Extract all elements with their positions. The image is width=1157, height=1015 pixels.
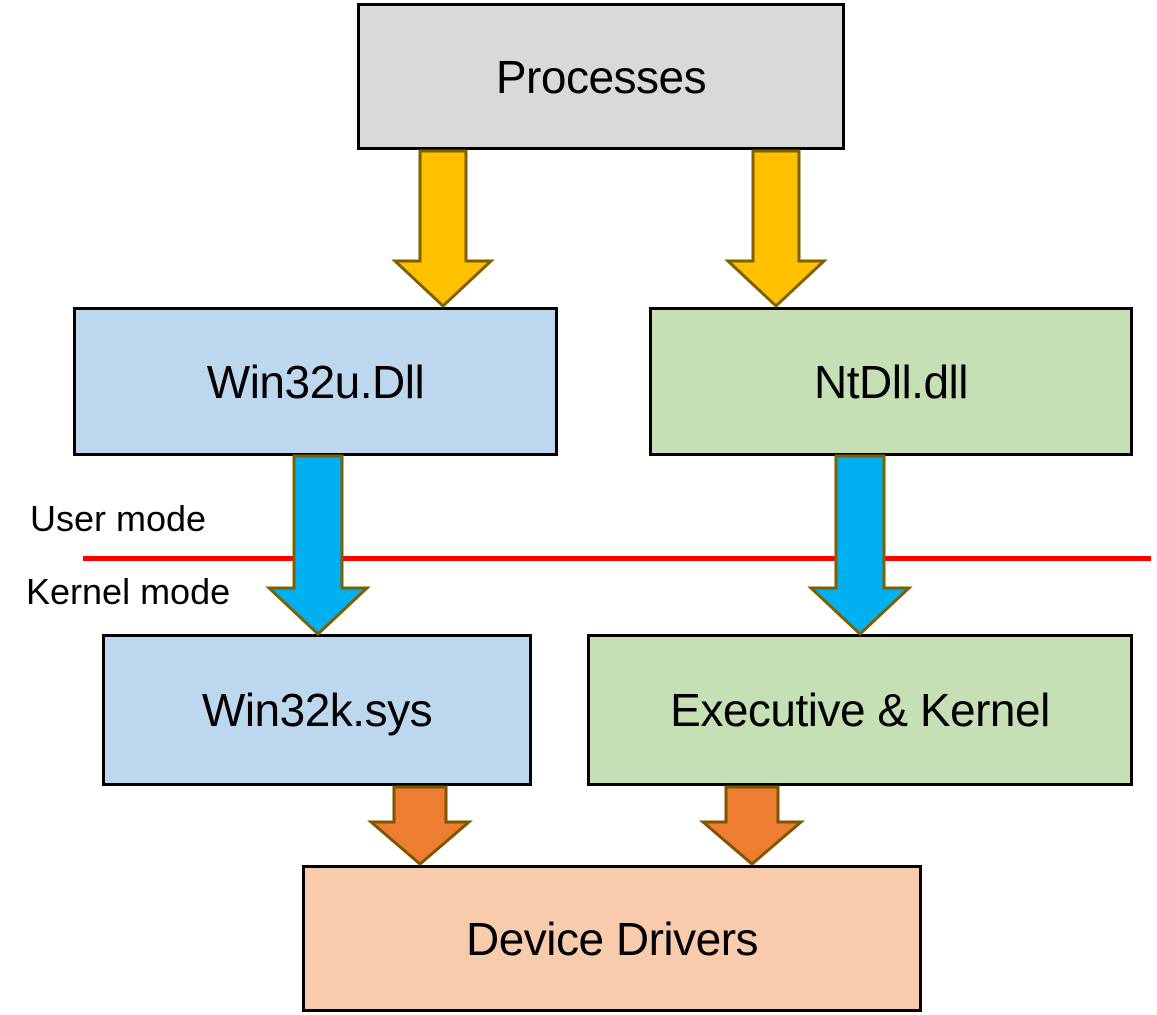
kernel-mode-label: Kernel mode xyxy=(26,571,231,612)
arrow-executive-to-device-drivers-icon xyxy=(698,785,806,866)
win32k-sys-box: Win32k.sys xyxy=(102,634,532,786)
arrow-processes-to-ntdll-icon xyxy=(724,149,828,309)
arrow-win32k-to-device-drivers-icon xyxy=(366,785,474,866)
user-mode-label: User mode xyxy=(30,498,207,539)
user-kernel-divider-line xyxy=(83,556,1151,561)
processes-box-label: Processes xyxy=(495,50,707,103)
arrow-win32u-to-win32k-icon xyxy=(265,454,371,637)
arrow-ntdll-to-executive-icon xyxy=(807,454,913,637)
arrow-processes-to-win32u-icon xyxy=(391,149,495,309)
ntdll-dll-box: NtDll.dll xyxy=(649,307,1133,456)
device-drivers-box-label: Device Drivers xyxy=(465,912,759,965)
ntdll-dll-box-label: NtDll.dll xyxy=(814,355,968,408)
win32u-dll-box-label: Win32u.Dll xyxy=(206,355,425,408)
win32k-sys-box-label: Win32k.sys xyxy=(201,684,433,736)
processes-box: Processes xyxy=(357,3,845,150)
executive-kernel-box-label: Executive & Kernel xyxy=(670,684,1050,736)
device-drivers-box: Device Drivers xyxy=(302,865,922,1012)
